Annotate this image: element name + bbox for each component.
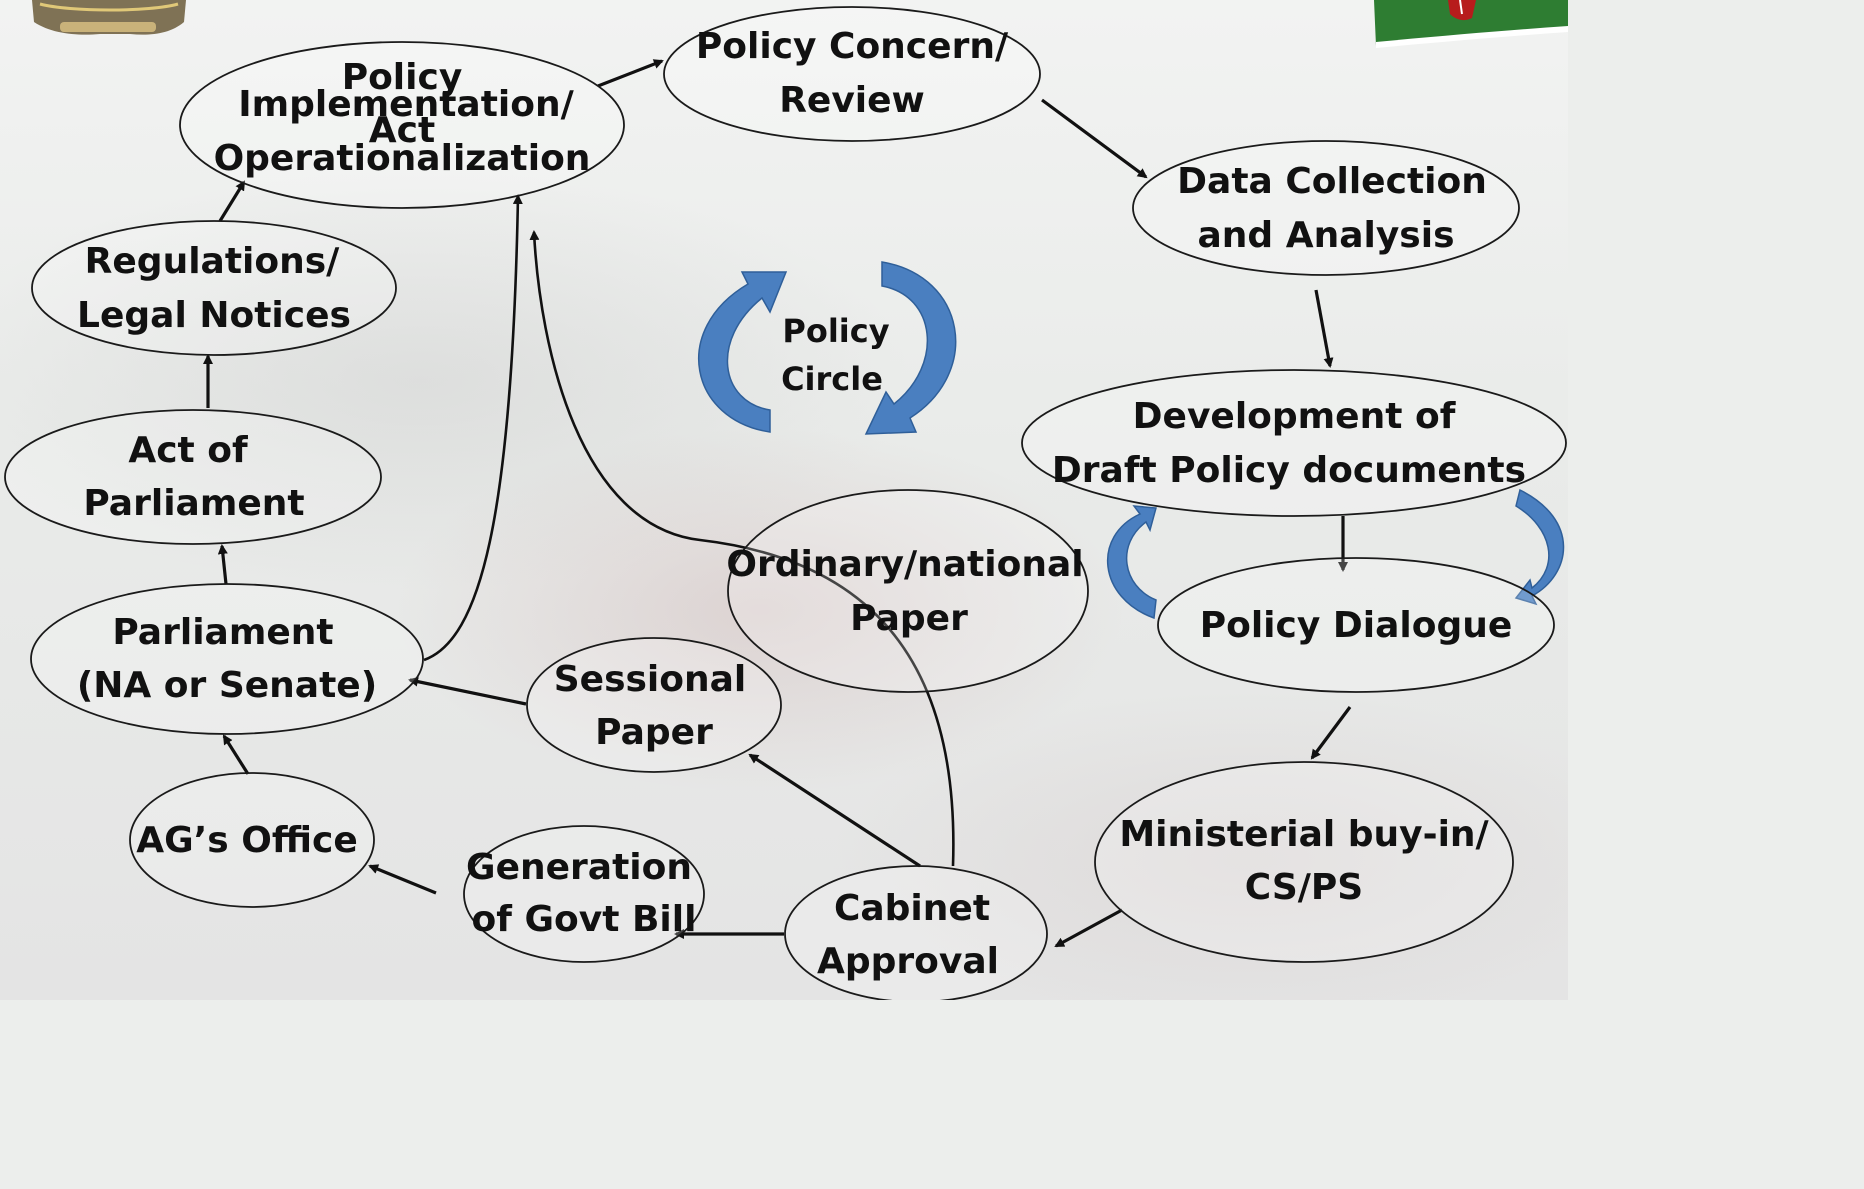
node-policy-implementation[interactable]: Policy Implementation/ Act Operationaliz… (179, 41, 625, 209)
arrow-dialogue-to-ministerial (1310, 706, 1352, 760)
arrow-regulations-to-implementation (218, 180, 246, 222)
arrow-ministerial-to-cabinet (1054, 908, 1123, 948)
node-policy-dialogue[interactable]: Policy Dialogue (1157, 557, 1555, 693)
node-label-line: Implementation/ (238, 84, 574, 125)
node-label-line: Paper (595, 712, 713, 753)
cycle-arrow-left-icon (698, 271, 788, 433)
node-act-of-parliament[interactable]: Act of Parliament (4, 409, 382, 545)
node-parliament[interactable]: Parliament (NA or Senate) (30, 583, 424, 735)
node-label-line: Review (779, 80, 925, 121)
policy-circle-label: Policy Circle (781, 312, 890, 398)
coat-of-arms-icon (32, 0, 186, 35)
node-label-line: Legal Notices (77, 295, 351, 336)
curved-arrows (423, 194, 955, 867)
node-label-line: Development of (1133, 396, 1456, 437)
node-generation-govt-bill[interactable]: Generation of Govt Bill (463, 825, 705, 963)
arrow-parliament-to-act (217, 544, 228, 585)
node-label-line: Ministerial buy-in/ (1119, 814, 1489, 855)
node-label-line: Data Collection (1177, 161, 1487, 202)
node-development-draft[interactable]: Development of Draft Policy documents (1021, 369, 1567, 517)
node-label-line: and Analysis (1197, 215, 1454, 256)
node-label-line: Draft Policy documents (1052, 450, 1526, 491)
cycle-arrow-right-icon (864, 261, 957, 435)
node-sessional-paper[interactable]: Sessional Paper (526, 637, 782, 773)
node-label-line: CS/PS (1245, 867, 1363, 908)
node-label-line: Generation (466, 847, 692, 888)
arrow-bill-to-ags-office (368, 864, 437, 895)
node-label-line: Cabinet (834, 888, 990, 929)
arrow-ags-office-to-parliament (222, 734, 250, 775)
curve-cabinet-to-implementation (529, 230, 955, 867)
node-ordinary-paper[interactable]: Ordinary/national Paper (726, 489, 1089, 693)
kenya-flag-icon (1374, 0, 1568, 48)
flow-arrows (203, 59, 1352, 948)
node-label-line: Operationalization (214, 138, 591, 179)
arrow-implementation-to-concern (597, 59, 664, 88)
node-ags-office[interactable]: AG’s Office (129, 772, 375, 908)
node-label-line: (NA or Senate) (77, 665, 377, 706)
node-label-line: Regulations/ (85, 241, 341, 282)
arrow-concern-to-data (1041, 98, 1148, 179)
node-label-line: Sessional (554, 659, 747, 700)
background (0, 0, 1568, 1000)
node-data-collection[interactable]: Data Collection and Analysis (1132, 140, 1520, 276)
node-label-line: Parliament (112, 612, 333, 653)
policy-circle-diagram: Policy Implementation/ Act Operationaliz… (4, 0, 1568, 1000)
nodes: Policy Implementation/ Act Operationaliz… (4, 6, 1567, 1000)
arrow-sessional-to-parliament (408, 676, 527, 706)
node-label-line: AG’s Office (136, 820, 358, 861)
cycle-arrows (698, 261, 1565, 620)
cycle-arrow-small-left-icon (1106, 505, 1157, 620)
node-policy-concern[interactable]: Policy Concern/ Review (663, 6, 1041, 142)
cycle-arrow-small-right-icon (1514, 488, 1565, 606)
node-cabinet-approval[interactable]: Cabinet Approval (784, 865, 1048, 1000)
node-label-line: Policy (342, 57, 463, 98)
arrow-data-to-development (1314, 289, 1334, 368)
node-label-line: Act of (128, 430, 248, 471)
center-label-line: Circle (781, 360, 883, 398)
node-label-line: Approval (817, 941, 999, 982)
center-label-line: Policy (782, 312, 889, 350)
node-regulations[interactable]: Regulations/ Legal Notices (31, 220, 397, 356)
node-label-line: of Govt Bill (472, 899, 697, 940)
node-label-line: Policy Dialogue (1200, 605, 1513, 646)
node-label-line: Ordinary/national (726, 544, 1083, 585)
node-ministerial-buyin[interactable]: Ministerial buy-in/ CS/PS (1094, 761, 1514, 963)
curve-parliament-to-implementation (423, 194, 523, 662)
node-label-line: Policy Concern/ (696, 26, 1009, 67)
arrow-cabinet-to-sessional (748, 753, 921, 868)
node-label-line: Parliament (83, 483, 304, 524)
node-label-line: Act (369, 110, 435, 151)
node-label-line: Paper (850, 598, 968, 639)
